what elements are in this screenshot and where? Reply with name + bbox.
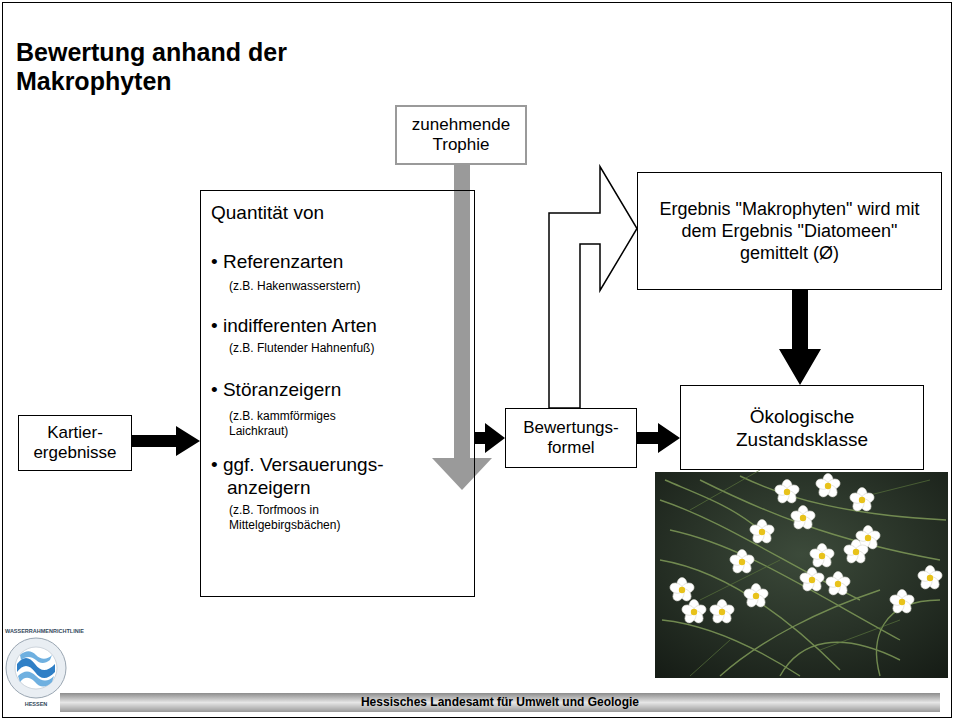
text-group: Ergebnis "Makrophyten" wird mit dem Erge… [648,198,931,264]
box-label: Ökologische Zustandsklasse [689,405,915,451]
slide-title: Bewertung anhand der Makrophyten [16,38,316,96]
footer-text: Hessisches Landesamt für Umwelt und Geol… [60,693,940,712]
box-label: zunehmende Trophie [403,115,519,155]
result-box: Ökologische Zustandsklasse [680,385,924,470]
block-arrow [132,426,200,456]
list-item: • indifferenten Arten [211,314,417,337]
process-box: Kartier- ergebnisse [18,415,132,471]
box-label: Kartier- ergebnisse [25,423,125,463]
slide-frame [3,3,952,718]
plant-photo [655,470,948,678]
list-box: Quantität von • Referenzarten (z.B. Hakenw… [200,190,475,597]
list-heading: Quantität von [211,201,417,224]
example-note: (z.B. kammförmiges Laichkraut) [229,409,359,439]
list-item: • ggf. Versauerungs- anzeigern [211,453,417,499]
text-group: Bewertungs- formel [512,418,630,458]
text-group: Kartier- ergebnisse [25,423,125,463]
logo-text: WASSERRAHMENRICHTLINIE [5,627,69,635]
text-group: Ökologische Zustandsklasse [689,405,915,451]
trend-box: zunehmende Trophie [395,105,527,165]
footer-bar [60,693,940,712]
text-group: zunehmende Trophie [403,115,519,155]
process-box: Ergebnis "Makrophyten" wird mit dem Erge… [637,172,942,290]
block-arrow [779,290,821,385]
example-note: (z.B. Torfmoos in Mittelgebirgsbächen) [229,503,379,533]
list-item: • Referenzarten [211,250,417,273]
box-label: Bewertungs- formel [512,418,630,458]
logo-text: HESSEN [14,700,58,708]
block-arrow [637,423,680,453]
block-arrow [475,423,505,453]
example-note: (z.B. Flutender Hahnenfuß) [229,341,417,356]
hollow-arrow [549,167,637,409]
list-item: • Störanzeigern [211,378,417,401]
box-label: Ergebnis "Makrophyten" wird mit dem Erge… [648,198,931,264]
process-box: Bewertungs- formel [505,408,637,468]
logo [6,638,66,698]
example-note: (z.B. Hakenwasserstern) [229,279,417,294]
text-group: Quantität von • Referenzarten (z.B. Hakenw… [211,201,417,533]
